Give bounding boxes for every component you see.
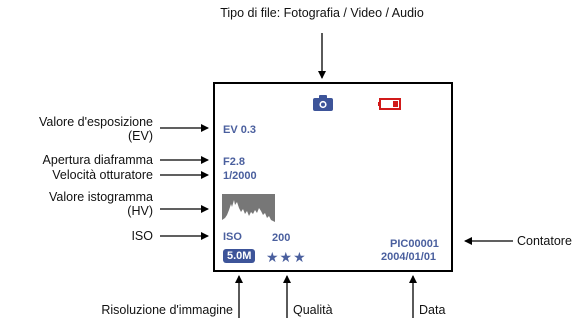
quality-stars: ★★★ xyxy=(266,249,307,265)
label-aperture: Apertura diaframma xyxy=(42,153,153,167)
label-exposure: Valore d'esposizione (EV) xyxy=(38,115,153,143)
counter-value: PIC00001 xyxy=(390,238,439,250)
label-date: Data xyxy=(419,303,446,317)
label-iso: ISO xyxy=(131,229,153,243)
shutter-value: 1/2000 xyxy=(223,170,257,182)
label-histogram: Valore istogramma (HV) xyxy=(49,190,153,218)
aperture-value: F2.8 xyxy=(223,156,246,168)
lcd-screen: EV 0.3 F2.8 1/2000 ISO 200 PIC00001 5.0M… xyxy=(213,82,453,272)
iso-label: ISO xyxy=(223,231,242,243)
date-value: 2004/01/01 xyxy=(381,251,437,263)
label-counter: Contatore xyxy=(517,234,572,248)
histogram-graph xyxy=(222,194,275,225)
iso-value: 200 xyxy=(272,232,291,244)
label-shutter: Velocità otturatore xyxy=(52,168,153,182)
resolution-badge: 5.0M xyxy=(223,249,256,263)
camera-icon xyxy=(313,95,333,111)
battery-low-icon xyxy=(378,98,401,110)
label-quality: Qualità xyxy=(293,303,333,317)
label-resolution: Risoluzione d'immagine xyxy=(101,303,233,317)
label-file-type: Tipo di file: Fotografia / Video / Audio xyxy=(220,6,424,20)
ev-value: EV 0.3 xyxy=(223,124,257,136)
